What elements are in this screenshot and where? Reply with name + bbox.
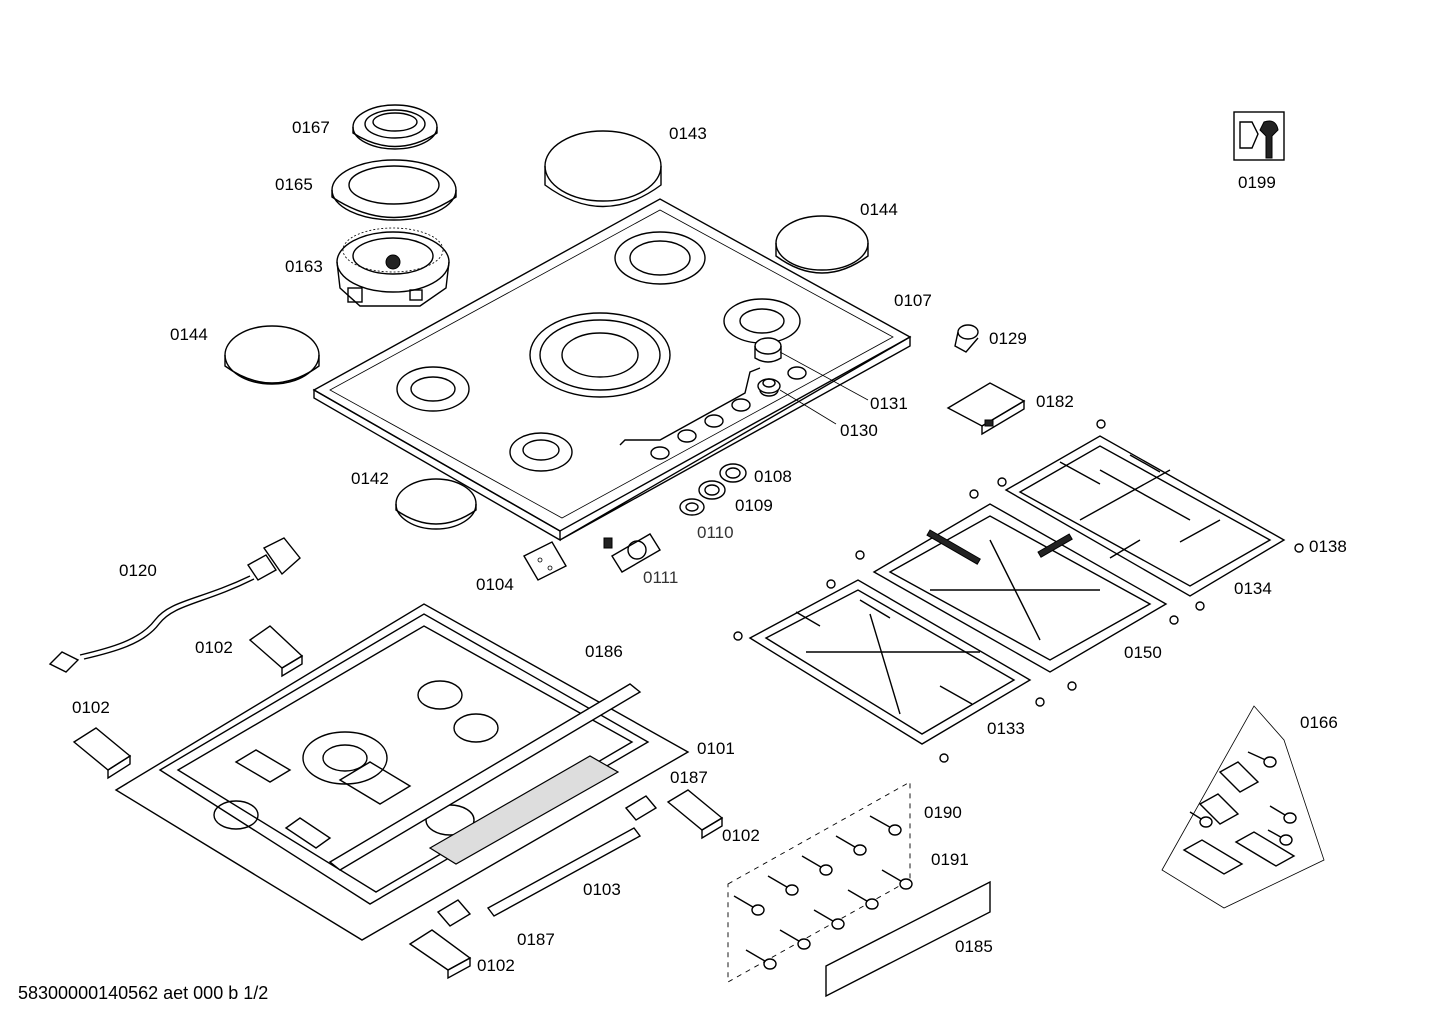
callout-0102-b: 0102	[72, 698, 110, 717]
part-0111-gas-valve	[603, 533, 661, 573]
part-0190-0191-screws	[727, 781, 913, 983]
part-0110-washer	[679, 498, 705, 516]
callout-0131: 0131	[870, 394, 908, 413]
callout-0133: 0133	[987, 719, 1025, 738]
part-0187-clip-b	[436, 899, 472, 927]
callout-0144-right: 0144	[860, 200, 898, 219]
callout-0187-b: 0187	[517, 930, 555, 949]
part-0163-burner-base	[336, 227, 450, 307]
callout-0108: 0108	[754, 467, 792, 486]
part-0104-bracket	[523, 541, 567, 581]
part-0185-sealing-strip	[825, 880, 991, 998]
part-0167-burner-cap-ring	[352, 104, 438, 150]
part-0109-washer	[698, 480, 726, 500]
callout-0144-left: 0144	[170, 325, 208, 344]
callout-0167: 0167	[292, 118, 330, 137]
part-0166-accessory-kit	[1161, 705, 1325, 909]
part-0130-knob-ring	[757, 378, 837, 425]
callout-0101: 0101	[697, 739, 735, 758]
callout-0107: 0107	[894, 291, 932, 310]
callout-0110: 0110	[697, 523, 734, 542]
callout-0187-a: 0187	[670, 768, 708, 787]
callout-0142: 0142	[351, 469, 389, 488]
part-0144-burner-cap-left	[224, 325, 320, 385]
part-0103-strip	[486, 827, 642, 917]
document-footer: 58300000140562 aet 000 b 1/2	[18, 983, 269, 1003]
callout-0130: 0130	[840, 421, 878, 440]
part-0144-burner-cap-right	[775, 215, 869, 274]
callout-0143: 0143	[669, 124, 707, 143]
callout-0182: 0182	[1036, 392, 1074, 411]
part-0102-clip-c	[666, 789, 724, 840]
part-0101-base-tray	[114, 603, 690, 941]
callout-0185: 0185	[955, 937, 993, 956]
callout-0190: 0190	[924, 803, 962, 822]
callout-0165: 0165	[275, 175, 313, 194]
callout-0109: 0109	[735, 496, 773, 515]
part-0142-small-burner-cap	[395, 478, 477, 530]
part-0129-ignition-button	[954, 324, 979, 353]
part-0143-large-burner-cap	[544, 130, 662, 208]
callout-0129: 0129	[989, 329, 1027, 348]
part-0134-pan-support	[1004, 435, 1286, 597]
callout-0102-d: 0102	[477, 956, 515, 975]
callout-0111: 0111	[643, 568, 679, 587]
callout-0103: 0103	[583, 880, 621, 899]
part-0133-pan-support-left	[748, 579, 1032, 745]
part-0108-washer	[719, 463, 747, 483]
part-0187-clip-a	[624, 795, 658, 821]
part-0120-power-cable	[48, 537, 301, 673]
part-0131-knob	[754, 337, 869, 401]
wrench-icon	[1233, 111, 1285, 161]
part-0102-clip-a	[248, 625, 304, 678]
part-0107-hob-top	[312, 198, 912, 542]
callout-0150: 0150	[1124, 643, 1162, 662]
callout-0163: 0163	[285, 257, 323, 276]
callout-0134: 0134	[1234, 579, 1272, 598]
part-0182-ignition-module	[946, 382, 1026, 436]
part-0102-clip-b	[72, 727, 132, 780]
callout-0166: 0166	[1300, 713, 1338, 732]
part-0165-flame-ring	[331, 159, 457, 221]
part-0150-pan-support-center	[872, 503, 1168, 673]
callout-0186: 0186	[585, 642, 623, 661]
callout-0120: 0120	[119, 561, 157, 580]
grate-feet	[733, 419, 1304, 763]
callout-0199: 0199	[1238, 173, 1276, 192]
callout-0104: 0104	[476, 575, 514, 594]
callout-0138: 0138	[1309, 537, 1347, 556]
callout-0102-a: 0102	[195, 638, 233, 657]
callout-0102-c: 0102	[722, 826, 760, 845]
part-0102-clip-d	[408, 929, 472, 980]
callout-0191: 0191	[931, 850, 969, 869]
